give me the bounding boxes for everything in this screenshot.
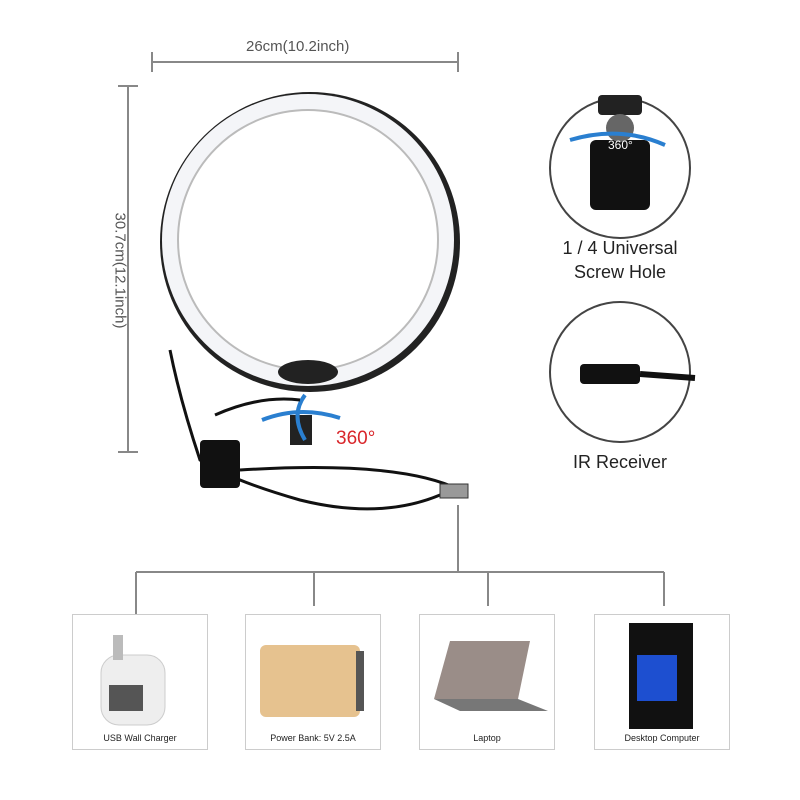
rotation-label: 360°: [336, 428, 376, 449]
card-label: USB Wall Charger: [103, 733, 177, 743]
rotation-arrow-icon: [261, 393, 341, 442]
ir-receiver-detail: [549, 301, 696, 443]
connector-lines: [135, 505, 665, 614]
screw-hole-label-1: 1 / 4 Universal: [562, 238, 678, 258]
ir-receiver-label: IR Receiver: [572, 452, 668, 472]
card-label: Desktop Computer: [624, 733, 700, 743]
height-label: 30.7cm(12.1inch): [111, 212, 129, 329]
card-label: Laptop: [473, 733, 501, 743]
cable: [168, 349, 461, 511]
wall-charger-image: [100, 635, 166, 726]
usb-wall-charger-card: USB Wall Charger: [72, 614, 208, 750]
laptop-image: [434, 641, 548, 711]
card-label: Power Bank: 5V 2.5A: [270, 733, 356, 743]
ring-light: [160, 92, 460, 445]
screw-hole-detail: [549, 95, 691, 239]
dimension-lines: [118, 52, 459, 453]
ball-head-rotation-label: 360°: [608, 138, 633, 152]
laptop-card: Laptop: [419, 614, 555, 750]
power-bank-card: Power Bank: 5V 2.5A: [245, 614, 381, 750]
desktop-computer-card: Desktop Computer: [594, 614, 730, 750]
desktop-computer-image: [629, 623, 693, 729]
usb-plug: [439, 483, 469, 499]
remote-controller: [200, 440, 240, 488]
power-bank-image: [260, 645, 364, 717]
width-label: 26cm(10.2inch): [246, 38, 350, 55]
screw-hole-label-2: Screw Hole: [573, 262, 667, 282]
